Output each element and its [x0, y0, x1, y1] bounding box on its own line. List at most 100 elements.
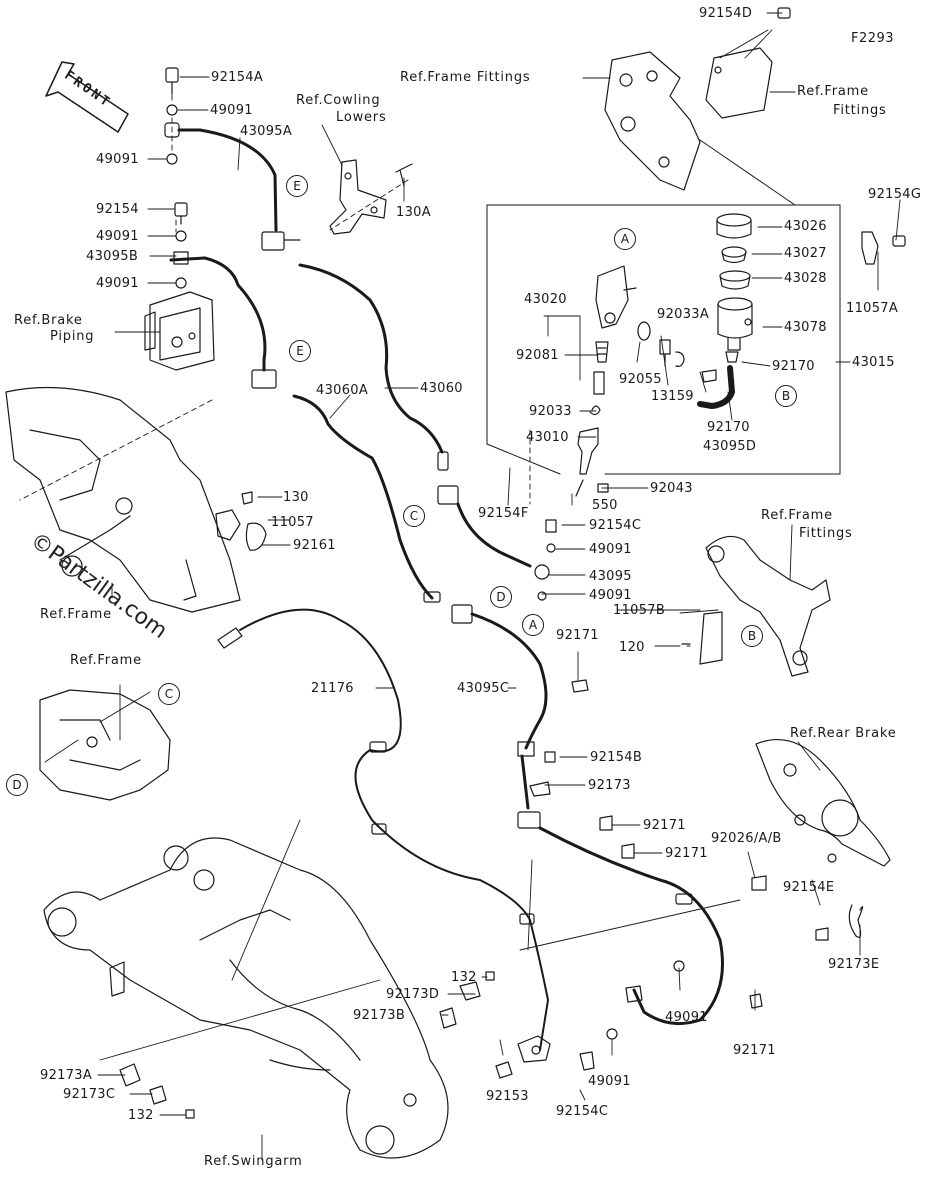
bolt-92033A-icon	[659, 339, 685, 367]
ref-brake-piping-2: Piping	[50, 329, 95, 344]
part-92154D: 92154D	[699, 6, 753, 21]
part-21176: 21176	[311, 681, 354, 696]
ref-swingarm: Ref.Swingarm	[204, 1154, 303, 1169]
part-92154: 92154	[96, 202, 139, 217]
part-92171-2: 92171	[643, 818, 686, 833]
ref-frame-fittings-top: Ref.Frame Fittings	[400, 70, 531, 85]
part-92161: 92161	[293, 538, 336, 553]
frame-fittings-top-icon	[604, 7, 791, 191]
part-49091-5: 49091	[589, 542, 632, 557]
part-49091-3: 49091	[96, 229, 139, 244]
bracket-11057-icon	[215, 491, 267, 551]
part-92173E: 92173E	[828, 957, 880, 972]
part-92173D: 92173D	[386, 987, 440, 1002]
part-11057A: 11057A	[846, 301, 899, 316]
part-43028: 43028	[784, 271, 827, 286]
part-49091-6: 49091	[589, 588, 632, 603]
washer-49091-icon	[166, 104, 178, 116]
clamp-92171-icon-3	[621, 843, 635, 859]
washer-49091-icon-6	[606, 1028, 618, 1040]
callout-a-bottom: A	[522, 614, 544, 636]
part-92154C-2: 92154C	[556, 1104, 609, 1119]
rear-brake-bracket-icon	[751, 738, 891, 941]
part-43010: 43010	[526, 430, 569, 445]
part-92153: 92153	[486, 1089, 529, 1104]
part-92033: 92033	[529, 404, 572, 419]
sensor-lead-21176-icon	[217, 608, 549, 1051]
washer-49091-icon-2	[166, 153, 178, 165]
spring-92081-icon	[593, 341, 609, 395]
part-43020: 43020	[524, 292, 567, 307]
washer-49091-icon-4	[175, 277, 187, 289]
callout-e-top: E	[286, 175, 308, 197]
hose-43095-icon	[456, 502, 532, 568]
part-92173A: 92173A	[40, 1068, 93, 1083]
ref-cowling-2: Lowers	[336, 110, 387, 125]
part-92081: 92081	[516, 348, 559, 363]
nut-92043-icon	[597, 483, 609, 493]
union-43095B-icon	[173, 251, 189, 265]
left-frame-icon	[5, 386, 241, 613]
leader-lines	[44, 12, 901, 1161]
bolt-92154C-icon-2	[579, 1051, 595, 1071]
joint-c-icon	[437, 485, 459, 505]
bolt-92154C-icon	[545, 519, 557, 533]
part-43095D: 43095D	[703, 439, 757, 454]
part-43078: 43078	[784, 320, 827, 335]
part-92171: 92171	[556, 628, 599, 643]
part-92154F: 92154F	[478, 506, 529, 521]
hose-43095C-icon	[470, 612, 548, 750]
ref-frame-fittings-mid-1: Ref.Frame	[761, 508, 833, 523]
pushrod-43010-icon	[575, 427, 599, 497]
cowling-bracket-icon	[329, 159, 413, 235]
part-92033A: 92033A	[657, 307, 710, 322]
part-92171-3: 92171	[665, 846, 708, 861]
callout-b-mid: B	[775, 385, 797, 407]
part-92026AB: 92026/A/B	[711, 831, 782, 846]
callout-d-mid: D	[490, 586, 512, 608]
part-92154C: 92154C	[589, 518, 642, 533]
part-92055: 92055	[619, 372, 662, 387]
part-130A: 130A	[396, 205, 431, 220]
washer-49091-icon-5	[673, 960, 685, 972]
part-92170: 92170	[772, 359, 815, 374]
part-49091-4: 49091	[96, 276, 139, 291]
part-92154B: 92154B	[590, 750, 643, 765]
part-43095C: 43095C	[457, 681, 510, 696]
circlip-92033-icon	[589, 405, 601, 416]
figure-code: F2293	[851, 31, 895, 46]
inset-frame-icon	[39, 689, 171, 801]
part-92173: 92173	[588, 778, 631, 793]
part-43060: 43060	[420, 381, 463, 396]
clamp-92171-icon-2	[599, 815, 613, 831]
part-43095A: 43095A	[240, 124, 293, 139]
bolt-92154A-icon	[165, 67, 179, 95]
clamp-92170-icon-2	[701, 369, 717, 383]
part-130: 130	[283, 490, 309, 505]
callout-a-top: A	[614, 228, 636, 250]
part-11057B: 11057B	[613, 603, 666, 618]
hose-to-caliper-icon	[538, 826, 724, 1026]
abs-unit-icon	[144, 291, 215, 371]
ref-frame-fittings-mid-2: Fittings	[799, 526, 853, 541]
callout-c-mid: C	[403, 505, 425, 527]
part-92173C: 92173C	[63, 1087, 116, 1102]
ref-frame-fittings-right-2: Fittings	[833, 103, 887, 118]
diaphragm-plate-43027-icon	[721, 246, 747, 264]
reservoir-cap-43026-icon	[716, 213, 752, 239]
reservoir-43078-icon	[717, 297, 753, 351]
part-49091-7: 49091	[665, 1010, 708, 1025]
part-43027: 43027	[784, 246, 827, 261]
bolt-92154-icon	[174, 202, 188, 225]
part-43015: 43015	[852, 355, 895, 370]
part-550: 550	[592, 498, 618, 513]
callout-d-inset: D	[6, 774, 28, 796]
part-43095: 43095	[589, 569, 632, 584]
hose-43095D-icon	[697, 365, 735, 409]
clamp-92171-icon-4	[749, 993, 763, 1009]
part-43026: 43026	[784, 219, 827, 234]
bracket-11057A-icon	[861, 231, 906, 265]
bolt-92154B-icon	[544, 751, 556, 763]
